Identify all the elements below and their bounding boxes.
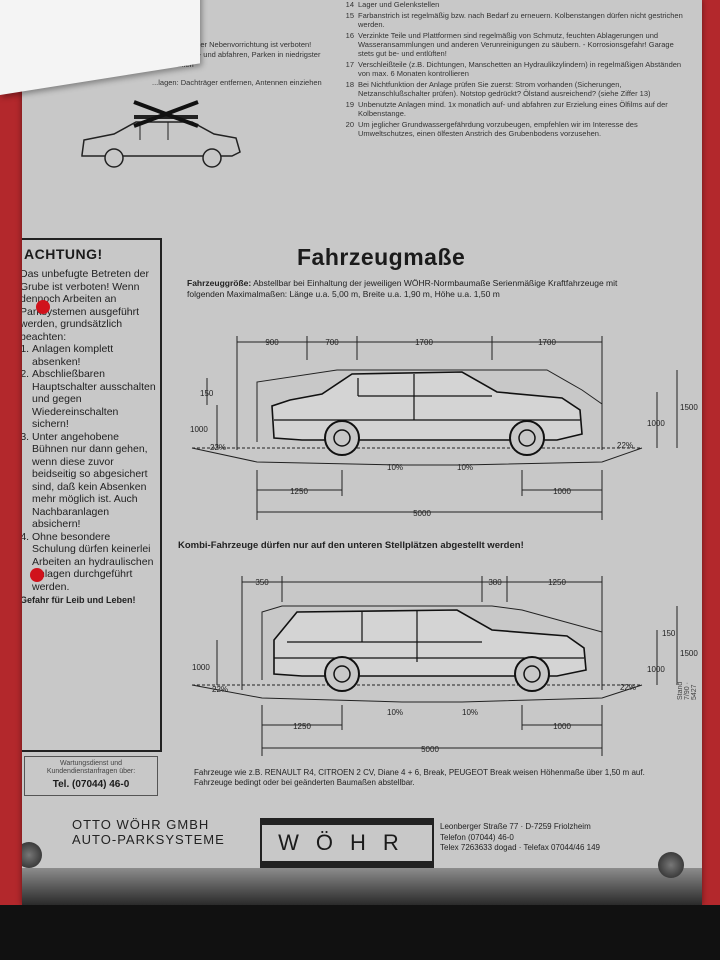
- dim-label: 1000: [192, 663, 210, 672]
- dim-label: 1500: [680, 649, 698, 658]
- warning-item: Abschließbaren Hauptschalter ausschalten…: [32, 368, 156, 431]
- angle-label: 10%: [387, 708, 403, 717]
- warning-item: Ohne besondere Schulung dürfen keinerlei…: [32, 531, 156, 594]
- angle-label: 10%: [387, 463, 403, 472]
- phone-line: Telefon (07044) 46-0: [440, 832, 514, 842]
- dim-label: 1700: [415, 338, 433, 347]
- company-name: OTTO WÖHR GMBH AUTO-PARKSYSTEME: [72, 817, 225, 847]
- dim-label: 350: [255, 578, 269, 587]
- background-edge: [0, 905, 720, 960]
- angle-label: 22%: [620, 683, 636, 692]
- warning-title: ACHTUNG!: [24, 246, 103, 262]
- woehr-logo: WÖHR: [260, 818, 434, 868]
- dim-label: 1700: [538, 338, 556, 347]
- warning-item: Unter angehobene Bühnen nur dann gehen, …: [32, 431, 156, 531]
- shadow-band: [22, 868, 702, 905]
- kombi-dimension-diagram: 350 380 1250 150 1500 1000 1000 22% 10% …: [191, 576, 698, 756]
- sedan-dimension-diagram: 900 700 1700 1700 150 1000 1500 1000 22%…: [190, 336, 698, 520]
- red-marker-dot: [30, 568, 44, 582]
- total-length-label: 5000: [421, 745, 439, 754]
- top-left-line: ...Antenne auf- und abfahren, Parken in …: [152, 50, 321, 59]
- logo-text: WÖHR: [278, 830, 416, 855]
- dim-label: 1000: [553, 722, 571, 731]
- angle-label: 22%: [617, 441, 633, 450]
- telex-line: Telex 7263633 dogad · Telefax 07044/46 1…: [440, 843, 600, 852]
- company-line: AUTO-PARKSYSTEME: [72, 832, 225, 847]
- desc-label: Fahrzeuggröße:: [187, 278, 252, 288]
- dim-label: 700: [325, 338, 339, 347]
- page-title: Fahrzeugmaße: [297, 244, 466, 270]
- service-phone: Tel. (07044) 46-0: [52, 779, 130, 790]
- angle-label: 10%: [457, 463, 473, 472]
- desc-text: Abstellbar bei Einhaltung der jeweiligen…: [187, 278, 618, 299]
- service-label: Wartungsdienst und Kundendienstanfragen …: [46, 760, 136, 775]
- red-marker-dot: [36, 300, 50, 314]
- screw-icon: [658, 852, 684, 878]
- top-left-line: ...s Anfahren der Nebenvorrichtung ist v…: [152, 40, 312, 49]
- dim-label: 380: [488, 578, 502, 587]
- vehicle-footnote: Fahrzeuge wie z.B. RENAULT R4, CITROEN 2…: [194, 768, 645, 787]
- warning-body: Das unbefugte Betreten der Grube ist ver…: [22, 268, 156, 606]
- dim-label: 1250: [290, 487, 308, 496]
- angle-label: 22%: [212, 685, 228, 694]
- dim-label: 1000: [647, 419, 665, 428]
- dim-label: 1000: [553, 487, 571, 496]
- total-length-label: 5000: [413, 509, 431, 518]
- dim-label: 1250: [293, 722, 311, 731]
- vehicle-size-description: Fahrzeuggröße: Abstellbar bei Einhaltung…: [187, 278, 657, 299]
- kombi-note: Kombi-Fahrzeuge dürfen nur auf den unter…: [178, 540, 524, 551]
- angle-label: 10%: [462, 708, 478, 717]
- document-sheet: ...s Anfahren der Nebenvorrichtung ist v…: [22, 0, 702, 905]
- top-left-line: ...lagen: Dachträger entfernen, Antennen…: [152, 78, 322, 87]
- dim-label: 150: [200, 389, 214, 398]
- document-code: Stand 7/90 · 5427: [677, 681, 698, 700]
- company-address: Leonberger Straße 77 · D-7259 Friolzheim…: [440, 822, 690, 854]
- dim-label: 1000: [647, 665, 665, 674]
- dim-label: 1500: [680, 403, 698, 412]
- dim-label: 1000: [190, 425, 208, 434]
- screw-icon: [22, 842, 42, 868]
- no-roof-rack-car-illustration: [81, 100, 241, 168]
- dim-label: 1250: [548, 578, 566, 587]
- angle-label: 22%: [210, 443, 226, 452]
- company-line: OTTO WÖHR GMBH: [72, 817, 210, 832]
- address-line: Leonberger Straße 77 · D-7259 Friolzheim: [440, 822, 591, 831]
- warning-closing: Gefahr für Leib und Leben!: [22, 595, 136, 605]
- dim-label: 900: [265, 338, 279, 347]
- service-box: Wartungsdienst und Kundendienstanfragen …: [24, 756, 158, 796]
- warning-item: Anlagen komplett absenken!: [32, 343, 156, 368]
- dim-label: 150: [662, 629, 676, 638]
- warning-list: Anlagen komplett absenken! Abschließbare…: [22, 343, 156, 593]
- warning-box: ACHTUNG! Das unbefugte Betreten der Grub…: [22, 238, 162, 752]
